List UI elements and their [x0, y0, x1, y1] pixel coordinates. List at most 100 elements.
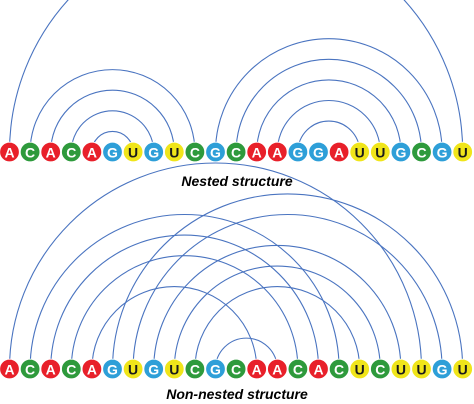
nucleotide-letter: U: [458, 362, 468, 378]
base-pair-arc: [297, 120, 361, 153]
nucleotide: A: [308, 358, 329, 380]
base-pair-arc: [70, 255, 299, 370]
nucleotide-letter: G: [210, 145, 221, 161]
non-nested-structure-caption: Non-nested structure: [166, 386, 308, 402]
nucleotide: G: [205, 358, 226, 380]
nucleotide-letter: G: [210, 362, 221, 378]
nucleotide-circle: [81, 358, 103, 380]
nucleotide-letter: A: [87, 145, 97, 161]
nucleotide: G: [102, 141, 123, 163]
nucleotide-circle: [225, 358, 247, 380]
nested-structure-caption: Nested structure: [181, 173, 293, 189]
nucleotide: C: [61, 358, 82, 380]
base-pair-arc: [50, 234, 320, 370]
nucleotide: C: [225, 358, 247, 380]
nucleotide-circle: [308, 141, 329, 163]
nucleotide-letter: G: [395, 145, 406, 161]
nucleotide: C: [225, 141, 247, 163]
base-pair-arc: [256, 79, 402, 153]
base-pair-arc: [194, 286, 361, 370]
nucleotide-letter: U: [375, 145, 385, 161]
nucleotide: U: [164, 141, 185, 163]
nucleotide-letter: A: [4, 362, 14, 378]
nucleotide: U: [370, 141, 391, 163]
nucleotide: G: [102, 358, 123, 380]
base-pair-arc: [214, 38, 443, 153]
nucleotide-circle: [0, 141, 20, 163]
nucleotide-letter: C: [293, 362, 303, 378]
nucleotide-circle: [102, 358, 123, 380]
nucleotide: U: [164, 358, 185, 380]
nucleotide-circle: [143, 358, 164, 380]
nucleotide-circle: [246, 358, 267, 380]
nucleotide: G: [143, 141, 164, 163]
base-pair-arc: [70, 110, 155, 153]
nucleotide-letter: G: [313, 145, 324, 161]
nucleotide: C: [61, 141, 82, 163]
nucleotide: U: [122, 141, 144, 163]
nucleotide-letter: C: [190, 362, 200, 378]
nucleotide: C: [19, 358, 41, 380]
nucleotide-letter: A: [4, 145, 14, 161]
nucleotide-letter: G: [107, 145, 118, 161]
nucleotide-letter: U: [128, 145, 138, 161]
nucleotide-letter: A: [87, 362, 97, 378]
nucleotide-letter: C: [25, 362, 35, 378]
nucleotide-circle: [184, 358, 206, 380]
base-pair-arc: [91, 286, 258, 370]
base-pair-arc: [8, 162, 423, 370]
nucleotide: C: [328, 358, 350, 380]
nucleotide-circle: [164, 358, 185, 380]
base-pair-arc: [173, 265, 381, 370]
nucleotide-letter: A: [252, 145, 262, 161]
nucleotide-letter: U: [128, 362, 138, 378]
nucleotide-letter: A: [46, 362, 56, 378]
nucleotide-letter: G: [107, 362, 118, 378]
nucleotide-letter: U: [355, 145, 365, 161]
nucleotide-circle: [102, 141, 123, 163]
nucleotide: C: [287, 358, 309, 380]
nucleotide-circle: [370, 141, 391, 163]
nucleotide-letter: C: [375, 362, 385, 378]
nucleotide-letter: C: [334, 362, 344, 378]
nucleotide: U: [390, 358, 412, 380]
nucleotide: C: [19, 141, 41, 163]
nucleotide-circle: [19, 141, 41, 163]
nucleotide-circle: [308, 358, 329, 380]
nucleotide: U: [452, 358, 473, 380]
nucleotide-letter: U: [458, 145, 468, 161]
nucleotide: C: [184, 358, 206, 380]
nucleotide: U: [349, 141, 370, 163]
nucleotide-circle: [61, 358, 82, 380]
nucleotide-letter: C: [231, 145, 241, 161]
nucleotide: A: [81, 358, 103, 380]
nucleotide: G: [431, 358, 453, 380]
nucleotide-circle: [81, 141, 103, 163]
nucleotide-circle: [328, 141, 350, 163]
base-pair-arc: [111, 193, 464, 370]
base-pair-arc: [50, 89, 175, 153]
nucleotide-circle: [122, 141, 144, 163]
nucleotide-circle: [122, 358, 144, 380]
nucleotide: A: [81, 141, 103, 163]
base-pair-arc: [29, 69, 196, 153]
nucleotide: G: [390, 141, 412, 163]
nucleotide-circle: [267, 358, 288, 380]
nucleotide-letter: A: [334, 145, 344, 161]
nucleotide-letter: U: [416, 362, 426, 378]
nucleotide-circle: [431, 141, 453, 163]
nucleotide-circle: [246, 141, 267, 163]
nucleotide-circle: [411, 358, 432, 380]
nucleotide: C: [370, 358, 391, 380]
nucleotide-circle: [40, 141, 61, 163]
nucleotide-circle: [328, 358, 350, 380]
nucleotide: A: [246, 141, 267, 163]
nucleotide-circle: [143, 141, 164, 163]
nucleotide-circle: [390, 358, 412, 380]
nucleotide-letter: G: [437, 145, 448, 161]
nucleotide-letter: G: [292, 145, 303, 161]
nucleotide-circle: [452, 358, 473, 380]
nucleotide: A: [267, 141, 288, 163]
